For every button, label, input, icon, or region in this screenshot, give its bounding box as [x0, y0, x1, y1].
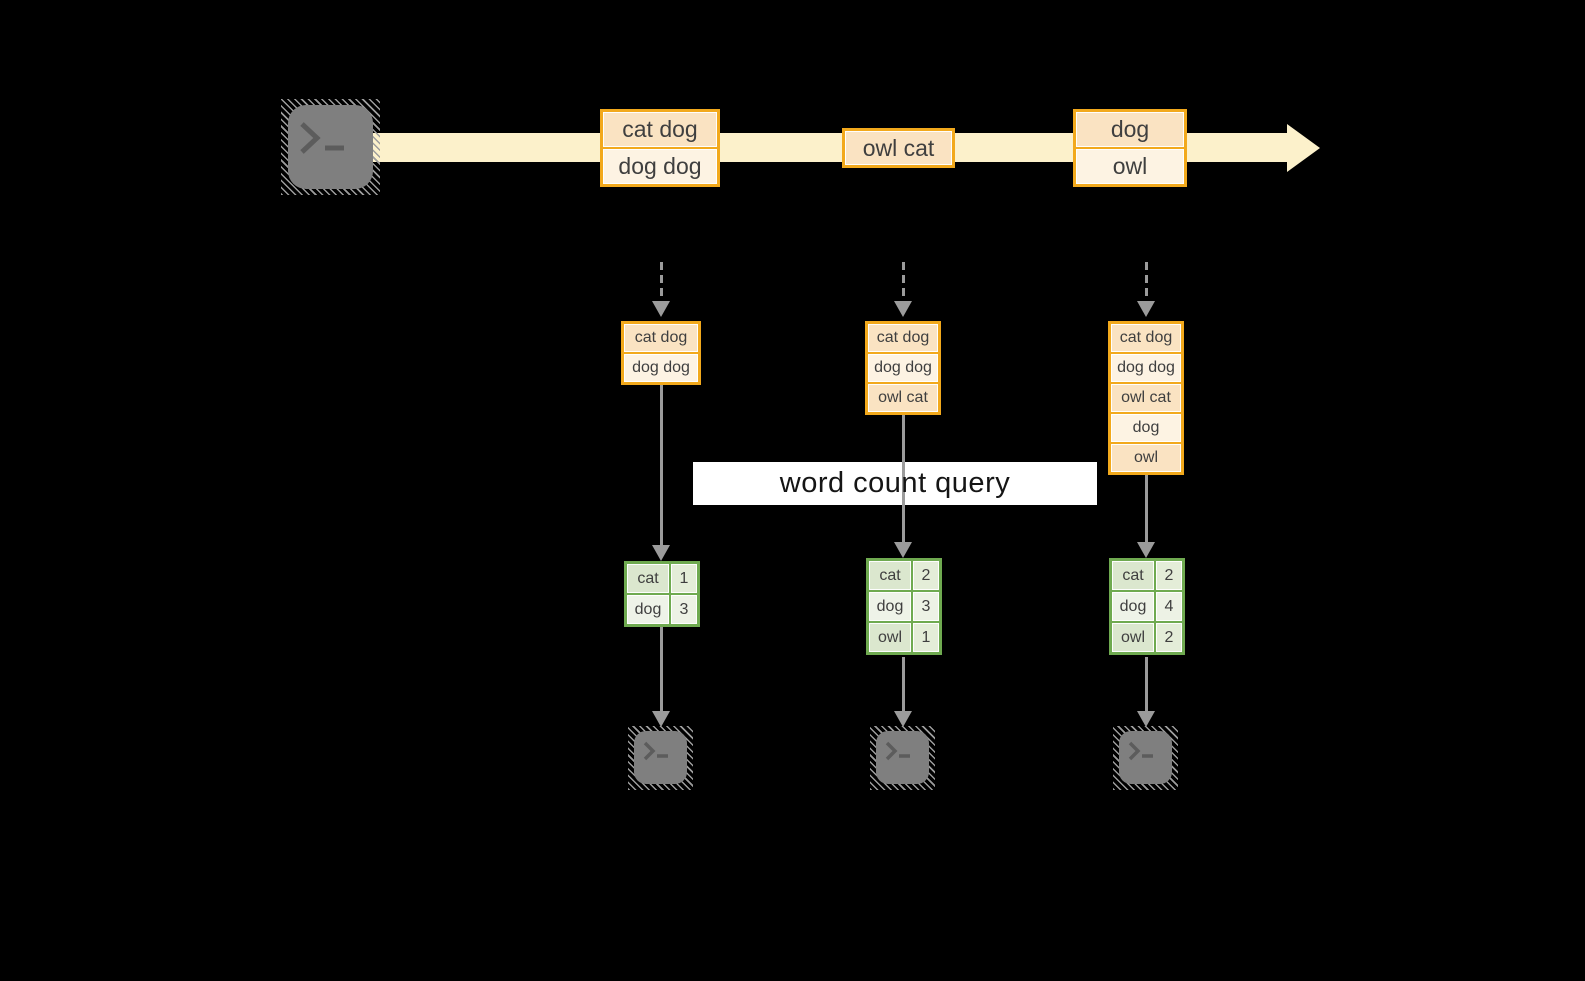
down-arrow-head [894, 542, 912, 558]
wordcount-table-2: cat 2 dog 3 owl 1 [866, 558, 942, 655]
terminal-icon [634, 731, 687, 784]
count-cell: 3 [671, 595, 697, 624]
count-cell: 4 [1156, 592, 1182, 621]
stream-record-box-2: owl cat [842, 128, 955, 168]
source-terminal-hatch [281, 99, 380, 195]
state-stack-2: cat dog dog dog owl cat [865, 321, 941, 415]
count-cell: 2 [1156, 561, 1182, 590]
query-label: word count query [779, 467, 1011, 499]
record-cell: owl [1076, 149, 1184, 184]
table-row: dog 3 [627, 595, 697, 624]
terminal-prompt-icon [643, 741, 668, 761]
table-row: owl 1 [869, 623, 939, 652]
count-cell: 2 [913, 561, 939, 590]
table-row: cat 1 [627, 564, 697, 593]
word-cell: dog [869, 592, 911, 621]
stream-arrowhead [1287, 124, 1320, 172]
stream-record-box-3: dog owl [1073, 109, 1187, 187]
word-cell: owl [869, 623, 911, 652]
state-cell: owl cat [1111, 384, 1181, 412]
down-arrow-head [894, 711, 912, 727]
table-row: owl 2 [1112, 623, 1182, 652]
sink-terminal-hatch [628, 726, 693, 790]
dashed-down-arrow-head [894, 301, 912, 317]
terminal-icon [288, 105, 373, 189]
down-arrow-line [901, 657, 905, 711]
table-row: dog 4 [1112, 592, 1182, 621]
wordcount-table-3: cat 2 dog 4 owl 2 [1109, 558, 1185, 655]
terminal-prompt-icon [885, 741, 910, 761]
down-arrow-head [1137, 542, 1155, 558]
word-cell: owl [1112, 623, 1154, 652]
down-arrow-line [659, 627, 663, 711]
table-row: dog 3 [869, 592, 939, 621]
dashed-down-arrow-head [652, 301, 670, 317]
down-arrow-line [659, 385, 663, 545]
state-cell: dog [1111, 414, 1181, 442]
terminal-prompt-icon [1128, 741, 1153, 761]
query-label-band [693, 462, 1097, 505]
dashed-down-arrow-head [1137, 301, 1155, 317]
word-cell: cat [1112, 561, 1154, 590]
record-cell: dog [1076, 112, 1184, 147]
down-arrow-line [901, 415, 905, 542]
state-cell: dog dog [1111, 354, 1181, 382]
terminal-prompt-icon [300, 122, 344, 154]
count-cell: 1 [913, 623, 939, 652]
table-row: cat 2 [869, 561, 939, 590]
dashed-down-arrow-line [1144, 262, 1148, 301]
terminal-icon [1119, 731, 1172, 784]
word-cell: cat [869, 561, 911, 590]
dashed-down-arrow-line [659, 262, 663, 301]
state-stack-3: cat dog dog dog owl cat dog owl [1108, 321, 1184, 475]
terminal-icon [876, 731, 929, 784]
down-arrow-line [1144, 657, 1148, 711]
down-arrow-head [652, 545, 670, 561]
word-cell: dog [627, 595, 669, 624]
record-cell: dog dog [603, 149, 717, 184]
state-cell: cat dog [868, 324, 938, 352]
down-arrow-head [652, 711, 670, 727]
record-cell: owl cat [845, 131, 952, 165]
count-cell: 2 [1156, 623, 1182, 652]
sink-terminal-hatch [1113, 726, 1178, 790]
down-arrow-head [1137, 711, 1155, 727]
state-cell: dog dog [624, 354, 698, 382]
word-cell: cat [627, 564, 669, 593]
state-cell: dog dog [868, 354, 938, 382]
word-cell: dog [1112, 592, 1154, 621]
count-cell: 3 [913, 592, 939, 621]
state-cell: owl cat [868, 384, 938, 412]
record-cell: cat dog [603, 112, 717, 147]
stream-record-box-1: cat dog dog dog [600, 109, 720, 187]
state-cell: cat dog [1111, 324, 1181, 352]
state-stack-1: cat dog dog dog [621, 321, 701, 385]
count-cell: 1 [671, 564, 697, 593]
table-row: cat 2 [1112, 561, 1182, 590]
state-cell: cat dog [624, 324, 698, 352]
dashed-down-arrow-line [901, 262, 905, 301]
state-cell: owl [1111, 444, 1181, 472]
sink-terminal-hatch [870, 726, 935, 790]
wordcount-table-1: cat 1 dog 3 [624, 561, 700, 627]
down-arrow-line [1144, 475, 1148, 542]
